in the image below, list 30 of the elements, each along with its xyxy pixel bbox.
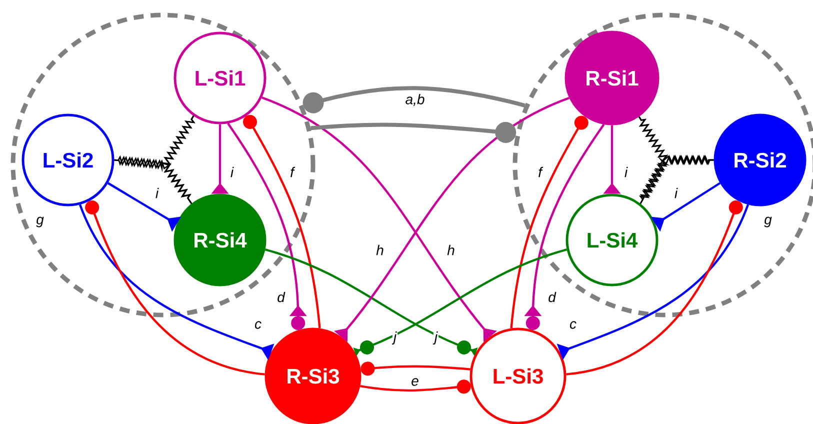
edge-label: h: [446, 244, 456, 256]
edge-label: a,b: [404, 93, 426, 107]
synapse-arrow: [566, 200, 743, 376]
gap-junction: [638, 154, 714, 204]
edge-label: i: [673, 186, 679, 200]
synapse-arrow: [243, 114, 321, 328]
synapse-arrow: [85, 200, 265, 376]
synapse-arrow: [360, 380, 471, 394]
edge-label: f: [537, 166, 544, 178]
edge-label: e: [410, 377, 420, 387]
edge-label: g: [35, 216, 45, 228]
edge-label: c: [254, 320, 262, 330]
edge-label: f: [289, 166, 296, 178]
edge-label: h: [375, 244, 385, 256]
synapse-arrow: [510, 116, 588, 328]
synapse-arrow: [302, 86, 526, 114]
edge-label: c: [568, 320, 578, 330]
dashed-circle: [10, 12, 316, 318]
synapse-arrow: [310, 122, 516, 143]
edge-label: d: [276, 290, 286, 304]
edge-label: g: [763, 216, 773, 228]
synapse-arrow: [227, 122, 307, 330]
edge-label: j: [392, 330, 398, 346]
edge-label: j: [432, 330, 439, 346]
edge-label: i: [623, 166, 629, 178]
synapse-arrow: [360, 362, 470, 376]
edge-label: i: [229, 166, 235, 178]
edge-label: i: [154, 186, 160, 200]
gap-junction: [114, 155, 192, 204]
edge-label: d: [547, 290, 557, 304]
